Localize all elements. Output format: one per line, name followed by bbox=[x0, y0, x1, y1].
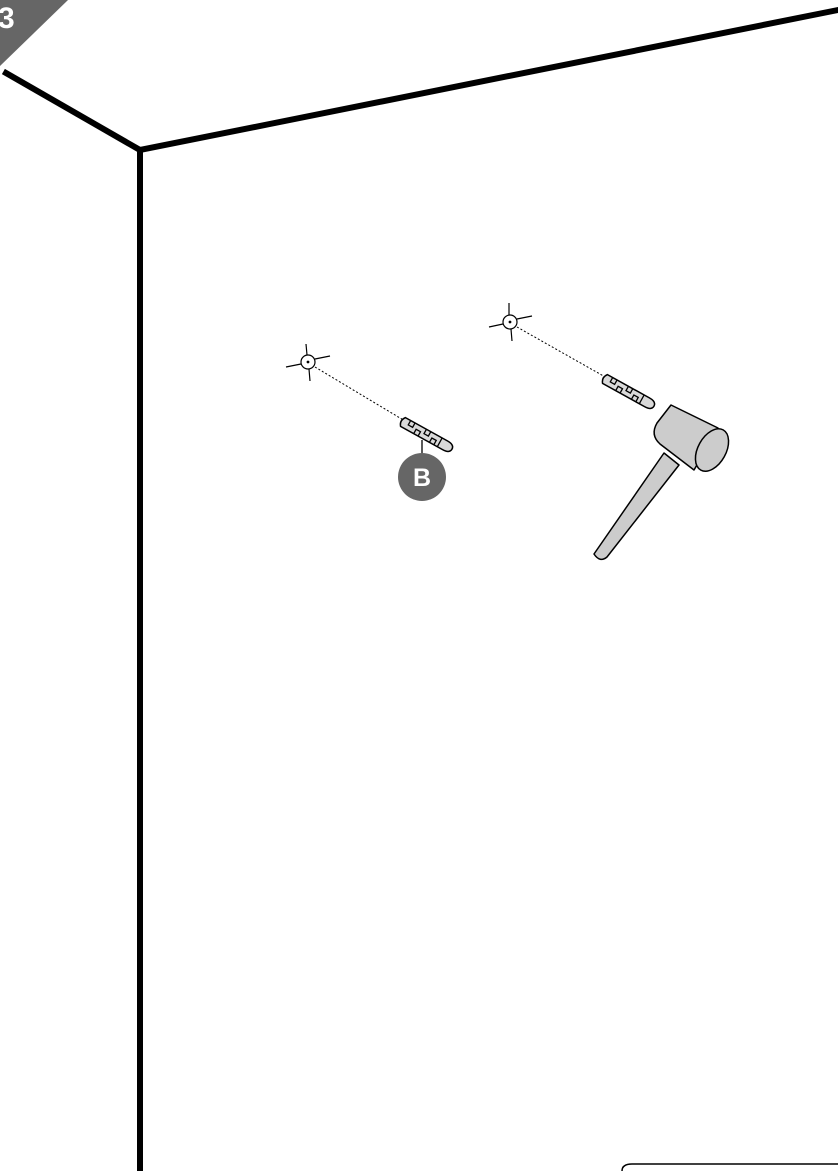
crosshair-icon bbox=[285, 343, 331, 382]
part-callout-badge bbox=[398, 453, 446, 501]
part-callout-b: B bbox=[398, 440, 446, 501]
guide-line-right bbox=[516, 326, 608, 379]
hammer-handle bbox=[593, 452, 680, 561]
guide-line-left bbox=[314, 366, 406, 422]
step-badge: 3 bbox=[0, 0, 68, 66]
ceiling-edge-left bbox=[1, 68, 145, 155]
crosshair-icon bbox=[488, 303, 533, 342]
wall-anchor-icon bbox=[601, 373, 656, 410]
wall-anchor-icon bbox=[399, 416, 454, 453]
partial-frame-corner bbox=[621, 1163, 838, 1171]
part-callout-label: B bbox=[413, 464, 431, 492]
wall-corner bbox=[1, 6, 838, 1171]
step-badge-background bbox=[0, 0, 68, 66]
step-number: 3 bbox=[0, 2, 15, 35]
ceiling-edge-right bbox=[136, 6, 838, 154]
hammer-face bbox=[694, 428, 730, 472]
hammer-icon bbox=[593, 404, 730, 561]
